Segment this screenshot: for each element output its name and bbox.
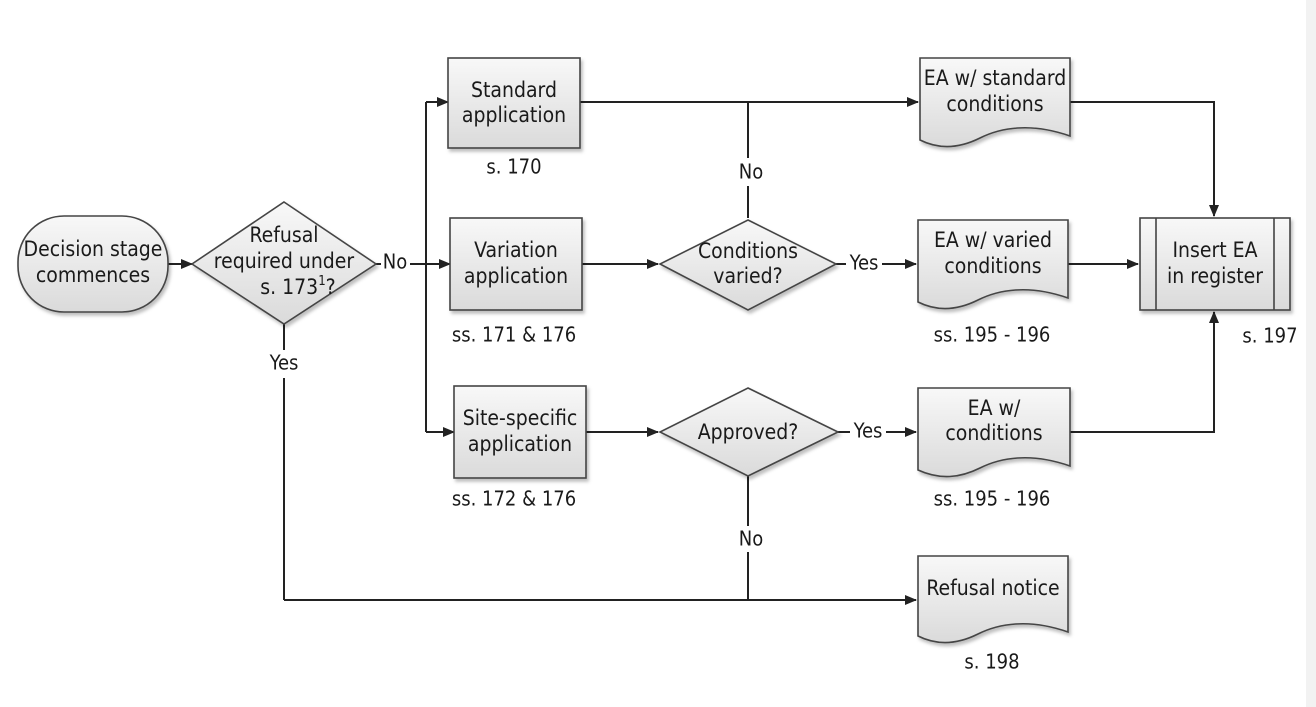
ea-varied-line1: EA w/ varied <box>934 228 1052 252</box>
refusal-notice-document: Refusal notice <box>917 555 1069 644</box>
ea-conditions-line1: EA w/ <box>968 396 1021 420</box>
start-terminator: Decision stage commences <box>17 215 169 313</box>
edge-label-refusal-yes: Yes <box>269 351 299 375</box>
ea-conditions-document: EA w/ conditions <box>917 387 1071 478</box>
ea-conditions-ref: ss. 195 - 196 <box>934 487 1051 511</box>
ea-varied-document: EA w/ varied conditions <box>917 219 1069 310</box>
approved-line1: Approved? <box>698 420 799 444</box>
conditions-varied-diamond: Conditions varied? <box>658 219 838 311</box>
refusal-notice-line1: Refusal notice <box>926 576 1059 600</box>
refusal-decision-diamond: Refusal required under s. 1731? <box>190 201 378 325</box>
ea-conditions-line2: conditions <box>945 421 1042 445</box>
insert-register-ref: s. 197 <box>1242 324 1297 348</box>
edge-label-approved-no: No <box>739 527 763 551</box>
refusal-decision-line2: required under <box>214 249 355 273</box>
refusal-decision-section: s. 173 <box>260 275 318 299</box>
approved-diamond: Approved? <box>658 387 840 477</box>
start-label-line1: Decision stage <box>24 237 163 261</box>
standard-app-ref: s. 170 <box>486 155 541 179</box>
variation-app-ref: ss. 171 & 176 <box>452 323 576 347</box>
conditions-varied-line2: varied? <box>713 264 782 288</box>
connectors <box>168 97 1219 605</box>
insert-register-line1: Insert EA <box>1172 238 1257 262</box>
refusal-notice-ref: s. 198 <box>964 650 1019 674</box>
edge-label-conditions-yes: Yes <box>849 251 879 275</box>
ea-varied-ref: ss. 195 - 196 <box>934 323 1051 347</box>
refusal-decision-line3: s. 1731? <box>260 274 335 300</box>
start-label-line2: commences <box>36 263 150 287</box>
ea-standard-document: EA w/ standard conditions <box>919 57 1071 148</box>
refusal-decision-line1: Refusal <box>249 223 318 247</box>
conditions-varied-line1: Conditions <box>698 239 798 263</box>
site-app-line1: Site-specific <box>463 406 578 430</box>
ea-conditions-to-register-connector <box>1070 311 1219 433</box>
ea-standard-to-register-connector <box>1070 101 1219 217</box>
site-app-ref: ss. 172 & 176 <box>452 487 576 511</box>
refusal-decision-question-mark: ? <box>326 275 336 299</box>
edge-label-refusal-no: No <box>383 250 407 274</box>
standard-app-line1: Standard <box>471 78 557 102</box>
standard-app-line2: application <box>462 103 566 127</box>
standard-application-box: Standard application <box>447 57 581 149</box>
right-edge-strip <box>1306 0 1316 707</box>
variation-app-line1: Variation <box>474 238 558 262</box>
edge-label-approved-yes: Yes <box>853 419 883 443</box>
variation-app-line2: application <box>464 264 568 288</box>
variation-application-box: Variation application <box>449 217 583 311</box>
ea-standard-line2: conditions <box>946 92 1043 116</box>
edge-label-conditions-no: No <box>739 160 763 184</box>
ea-varied-line2: conditions <box>944 254 1041 278</box>
insert-register-process: Insert EA in register <box>1139 217 1291 311</box>
site-app-line2: application <box>468 432 572 456</box>
ea-standard-line1: EA w/ standard <box>924 66 1066 90</box>
site-specific-application-box: Site-specific application <box>453 385 587 479</box>
insert-register-line2: in register <box>1167 264 1263 288</box>
refusal-decision-footnote: 1 <box>318 274 325 289</box>
